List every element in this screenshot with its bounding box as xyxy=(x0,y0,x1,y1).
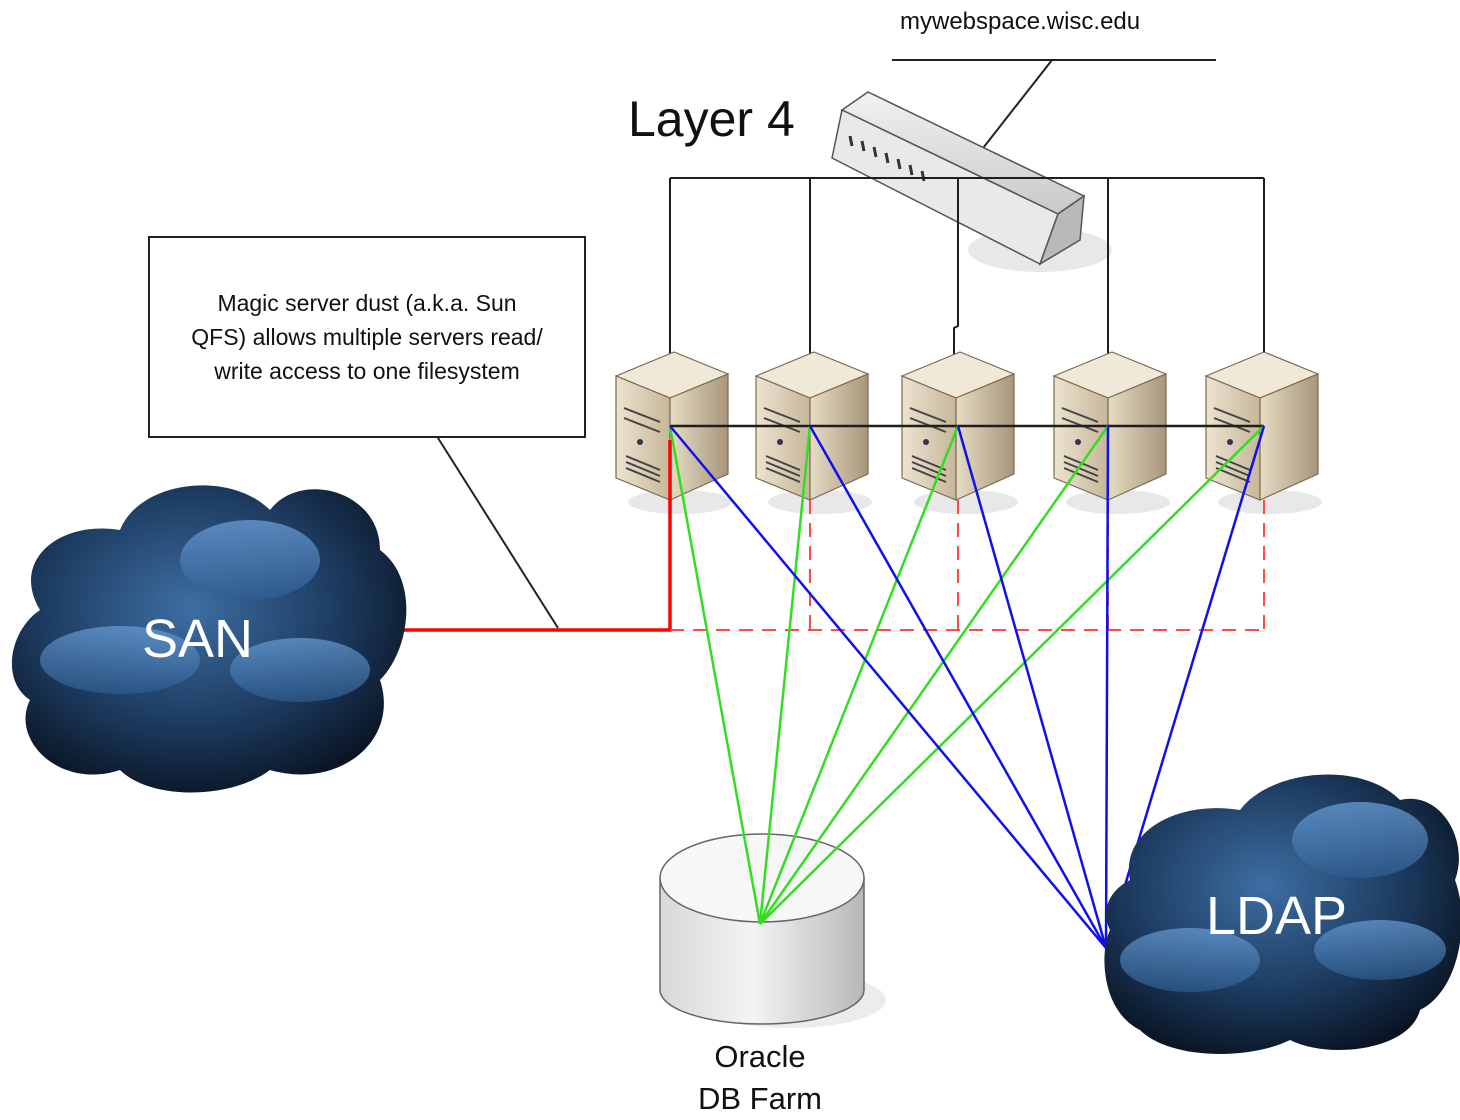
server-2[interactable] xyxy=(754,351,872,514)
database-cylinder-icon xyxy=(659,833,886,1028)
san-dashed-links xyxy=(670,500,1265,631)
tower-server-icon xyxy=(763,407,801,483)
layer4-label: Layer 4 xyxy=(628,91,795,147)
switch-appliance-icon xyxy=(831,91,1112,272)
network-cloud-icon xyxy=(1104,774,1460,1054)
network-cloud-icon xyxy=(11,485,407,793)
ldap-label: LDAP xyxy=(1206,886,1348,946)
san-links xyxy=(398,440,1265,632)
server-3[interactable] xyxy=(900,351,1018,514)
server-4[interactable] xyxy=(1052,351,1170,514)
server-5[interactable] xyxy=(1204,351,1322,514)
san-label: SAN xyxy=(142,609,254,669)
note-callout-line xyxy=(437,437,559,629)
note-box: Magic server dust (a.k.a. Sun QFS) allow… xyxy=(148,236,586,438)
domain-label: mywebspace.wisc.edu xyxy=(900,8,1141,35)
tower-server-icon xyxy=(623,407,661,483)
server-1[interactable] xyxy=(614,351,732,514)
db-links xyxy=(668,425,1265,925)
note-text: Magic server dust (a.k.a. Sun QFS) allow… xyxy=(191,290,543,384)
db-label: Oracle DB Farm xyxy=(698,1039,822,1116)
